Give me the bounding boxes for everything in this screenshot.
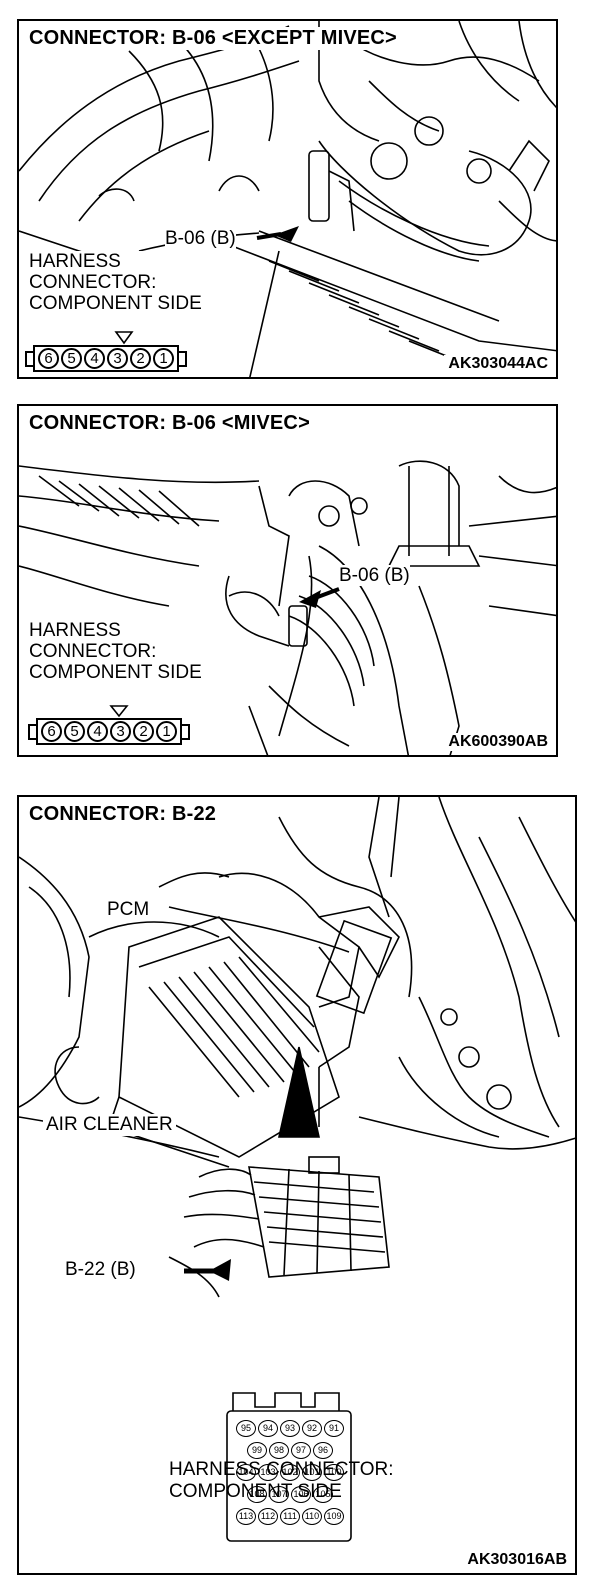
connector-b06-except-mivec-panel: CONNECTOR: B-06 <EXCEPT MIVEC> B-06 (B) … (17, 19, 558, 379)
connector-pin: 95 (236, 1420, 256, 1437)
harness-label-line: COMPONENT SIDE (29, 293, 202, 314)
connector-callout: B-06 (B) (339, 565, 410, 586)
connector-pin-row: 6 5 4 3 2 1 (28, 718, 190, 745)
connector-pin: 6 (41, 721, 62, 742)
connector-pin: 102 (280, 1464, 300, 1481)
connector-b06-mivec-panel: CONNECTOR: B-06 <MIVEC> B-06 (B) HARNESS… (17, 404, 558, 757)
engine-bay-illustration (19, 21, 556, 377)
connector-pin: 99 (247, 1442, 267, 1459)
connector-pin: 3 (107, 348, 128, 369)
connector-b22-panel: CONNECTOR: B-22 PCM AIR CLEANER B-22 (B)… (17, 795, 577, 1575)
connector-pin: 107 (269, 1486, 289, 1503)
engine-bay-illustration (19, 460, 556, 755)
connector-pin: 5 (61, 348, 82, 369)
connector-callout: B-22 (B) (65, 1259, 136, 1280)
connector-pin-row: 6 5 4 3 2 1 (25, 345, 187, 372)
pcm-label: PCM (107, 899, 150, 921)
connector-pin: 110 (302, 1508, 322, 1525)
panel-title: CONNECTOR: B-22 (29, 803, 221, 826)
engine-bay-illustration (19, 797, 575, 1542)
connector-pin: 4 (87, 721, 108, 742)
connector-pin: 103 (258, 1464, 278, 1481)
harness-label-line: COMPONENT SIDE (29, 662, 202, 683)
connector-callout: B-06 (B) (165, 228, 236, 249)
connector-pin: 108 (247, 1486, 267, 1503)
pin-housing: 6 5 4 3 2 1 (33, 345, 179, 372)
connector-pin: 3 (110, 721, 131, 742)
connector-pin: 1 (156, 721, 177, 742)
connector-pin: 100 (324, 1464, 344, 1481)
connector-pin: 101 (302, 1464, 322, 1481)
connector-pin: 4 (84, 348, 105, 369)
connector-pin: 6 (38, 348, 59, 369)
panel-title: CONNECTOR: B-06 <MIVEC> (29, 412, 314, 435)
connector-pin: 1 (153, 348, 174, 369)
connector-pin: 92 (302, 1420, 322, 1437)
harness-label: HARNESS CONNECTOR: COMPONENT SIDE (169, 1459, 394, 1503)
connector-pin: 104 (236, 1464, 256, 1481)
harness-label-line: CONNECTOR: (29, 272, 157, 293)
figure-code: AK600390AB (444, 733, 548, 751)
figure-code: AK303016AB (463, 1551, 567, 1569)
harness-label-line: CONNECTOR: (29, 641, 157, 662)
connector-pin: 105 (313, 1486, 333, 1503)
panel-title: CONNECTOR: B-06 <EXCEPT MIVEC> (29, 27, 401, 50)
connector-pin: 91 (324, 1420, 344, 1437)
air-cleaner-label: AIR CLEANER (43, 1114, 176, 1136)
connector-pin: 2 (130, 348, 151, 369)
harness-label-line: HARNESS CONNECTOR: (169, 1459, 394, 1480)
connector-pin: 96 (313, 1442, 333, 1459)
connector-pin: 112 (258, 1508, 278, 1525)
harness-label: HARNESS CONNECTOR: COMPONENT SIDE (29, 251, 208, 314)
harness-label-line: HARNESS (29, 251, 121, 272)
b22-pin-grid: 95 94 93 92 91 99 98 97 96 104 103 102 1… (233, 1417, 349, 1535)
figure-code: AK303044AC (444, 355, 548, 373)
connector-pin: 5 (64, 721, 85, 742)
harness-label: HARNESS CONNECTOR: COMPONENT SIDE (29, 620, 208, 683)
harness-label-line: HARNESS (29, 620, 121, 641)
connector-pin: 109 (324, 1508, 344, 1525)
connector-pin: 93 (280, 1420, 300, 1437)
connector-pin: 94 (258, 1420, 278, 1437)
connector-pin: 111 (280, 1508, 300, 1525)
harness-label-line: COMPONENT SIDE (169, 1481, 342, 1502)
connector-pin: 106 (291, 1486, 311, 1503)
pin-housing: 6 5 4 3 2 1 (36, 718, 182, 745)
connector-pin: 2 (133, 721, 154, 742)
connector-pin: 97 (291, 1442, 311, 1459)
connector-pin: 98 (269, 1442, 289, 1459)
connector-pin: 113 (236, 1508, 256, 1525)
